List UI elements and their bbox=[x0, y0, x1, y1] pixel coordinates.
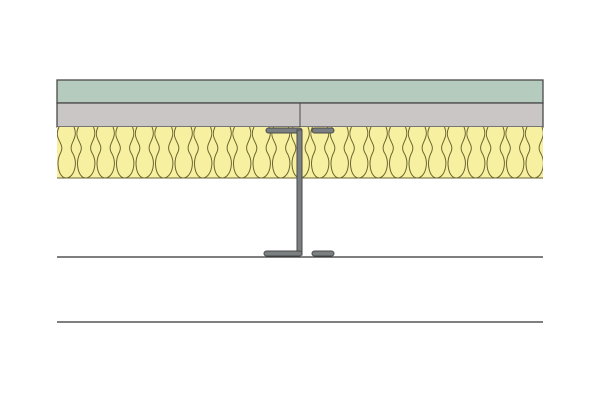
i-stud bbox=[263, 127, 335, 257]
top-board-layer bbox=[56, 79, 544, 104]
